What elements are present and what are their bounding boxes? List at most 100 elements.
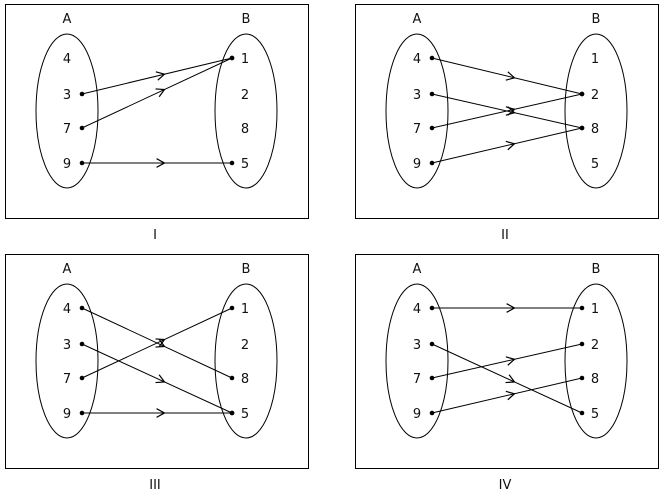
arrowhead-icon [505, 390, 516, 401]
mapping-end-dot [579, 91, 585, 97]
mapping-start-dot [79, 341, 85, 347]
arrowhead-icon [155, 338, 166, 348]
mapping-arrow-line [431, 57, 583, 95]
set-a-ellipse [385, 283, 449, 439]
arrowhead-icon [156, 408, 166, 418]
arrowhead-icon [505, 71, 516, 81]
mapping-arrow-line [431, 93, 583, 129]
set-a-label: A [63, 12, 72, 27]
set-b-element: 1 [241, 52, 249, 67]
mapping-end-dot [229, 55, 235, 61]
set-a-element: 7 [63, 122, 71, 137]
mapping-start-dot [79, 375, 85, 381]
mapping-arrow-line [81, 307, 233, 379]
mapping-start-dot [429, 305, 435, 311]
set-a-element: 4 [413, 302, 421, 317]
set-b-element: 5 [241, 407, 249, 422]
set-a-label: A [63, 262, 72, 277]
mapping-start-dot [79, 160, 85, 166]
mapping-end-dot [229, 375, 235, 381]
mapping-panel-4: A B 4 3 7 9 1 2 8 5IV [355, 254, 659, 493]
set-a-element: 9 [63, 157, 71, 172]
mapping-end-dot [579, 341, 585, 347]
arrowhead-icon [156, 158, 166, 168]
set-b-element: 1 [591, 52, 599, 67]
arrowhead-icon [155, 374, 166, 384]
panel-frame [5, 4, 309, 219]
set-b-element: 8 [591, 122, 599, 137]
set-b-element: 8 [591, 372, 599, 387]
mapping-end-dot [579, 375, 585, 381]
mapping-start-dot [429, 341, 435, 347]
set-b-element: 5 [241, 157, 249, 172]
panel-frame [355, 4, 659, 219]
set-b-element: 1 [591, 302, 599, 317]
set-a-element: 3 [413, 338, 421, 353]
mapping-end-dot [229, 160, 235, 166]
set-b-ellipse [564, 283, 628, 439]
set-a-element: 4 [63, 52, 71, 67]
set-a-element: 4 [63, 302, 71, 317]
set-b-element: 2 [241, 88, 249, 103]
mapping-end-dot [579, 410, 585, 416]
mapping-arrow-line [431, 343, 583, 414]
arrowhead-icon [155, 71, 166, 81]
set-a-element: 3 [413, 88, 421, 103]
mapping-arrow-line [81, 57, 233, 95]
set-b-element: 1 [241, 302, 249, 317]
mapping-end-dot [579, 125, 585, 131]
mapping-start-dot [429, 375, 435, 381]
mapping-end-dot [229, 410, 235, 416]
set-b-element: 2 [591, 88, 599, 103]
set-a-element: 9 [63, 407, 71, 422]
mapping-arrow-line [431, 343, 583, 379]
set-a-element: 7 [413, 122, 421, 137]
arrowhead-icon [505, 106, 516, 116]
set-b-label: B [592, 262, 601, 277]
arrowhead-icon [155, 88, 166, 98]
mapping-arrow-line [431, 127, 583, 164]
set-b-element: 5 [591, 407, 599, 422]
set-b-element: 8 [241, 372, 249, 387]
panel-frame [355, 254, 659, 469]
set-a-element: 4 [413, 52, 421, 67]
mapping-start-dot [79, 125, 85, 131]
set-b-element: 8 [241, 122, 249, 137]
set-a-ellipse [35, 33, 99, 189]
panel-caption: II [501, 228, 509, 243]
arrowhead-icon [505, 140, 516, 151]
panel-caption: IV [499, 478, 512, 493]
arrowhead-icon [505, 356, 516, 366]
mapping-arrow-line [431, 377, 583, 414]
mapping-start-dot [79, 410, 85, 416]
arrowhead-icon [506, 303, 516, 313]
mapping-start-dot [429, 91, 435, 97]
set-a-element: 7 [63, 372, 71, 387]
set-a-ellipse [385, 33, 449, 189]
panel-caption: I [153, 228, 157, 243]
set-b-ellipse [564, 33, 628, 189]
set-a-ellipse [35, 283, 99, 439]
mapping-start-dot [429, 410, 435, 416]
set-a-element: 7 [413, 372, 421, 387]
mapping-start-dot [79, 91, 85, 97]
set-b-label: B [242, 262, 251, 277]
set-a-element: 9 [413, 157, 421, 172]
set-a-element: 3 [63, 338, 71, 353]
set-a-label: A [413, 12, 422, 27]
set-b-ellipse [214, 33, 278, 189]
set-a-element: 9 [413, 407, 421, 422]
mapping-arrow-line [81, 57, 233, 129]
arrowhead-icon [505, 374, 516, 384]
mapping-start-dot [429, 160, 435, 166]
mapping-start-dot [429, 55, 435, 61]
set-a-element: 3 [63, 88, 71, 103]
set-b-element: 2 [591, 338, 599, 353]
set-a-label: A [413, 262, 422, 277]
set-b-label: B [592, 12, 601, 27]
mapping-start-dot [79, 305, 85, 311]
